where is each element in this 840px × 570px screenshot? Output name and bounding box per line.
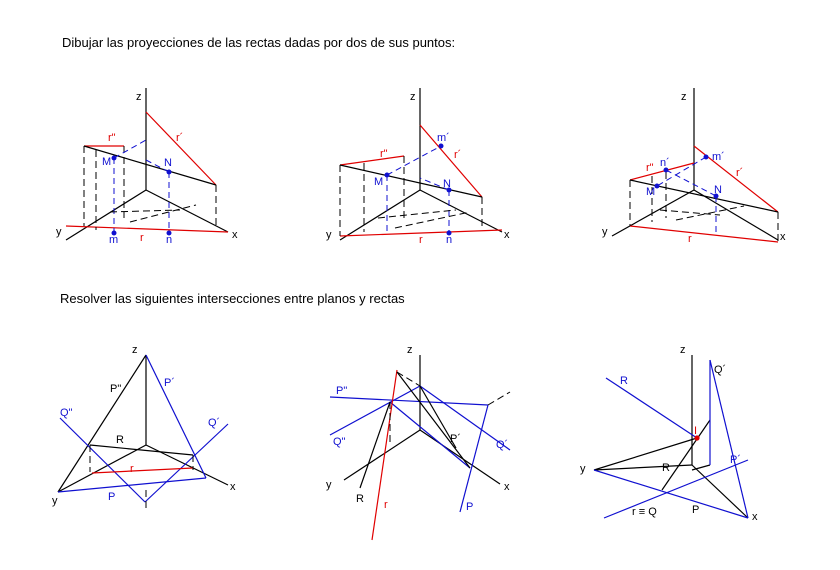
label-r: r: [140, 232, 144, 244]
label-P-prime: P´: [450, 433, 461, 445]
label-axis-x: x: [232, 229, 238, 241]
label-N: N: [443, 178, 451, 190]
label-N: N: [714, 184, 722, 196]
label-r-dprime: r": [646, 162, 654, 174]
label-axis-z: z: [680, 344, 686, 356]
label-M: M: [102, 156, 111, 168]
label-r-dprime: r": [380, 148, 388, 160]
label-r-prime: r´: [736, 167, 743, 179]
label-r: r: [688, 233, 692, 245]
label-P-dprime: P": [336, 385, 347, 397]
label-axis-z: z: [136, 91, 142, 103]
label-axis-y: y: [602, 226, 608, 238]
label-I: I: [694, 425, 697, 437]
axis-x: [419, 429, 501, 485]
label-n: n: [166, 234, 172, 246]
label-axis-z: z: [407, 344, 413, 356]
label-P: P: [466, 501, 473, 513]
axis-y: [65, 189, 147, 241]
label-axis-x: x: [504, 229, 510, 241]
label-R: R: [116, 434, 124, 446]
axis-y: [343, 429, 421, 481]
label-m-prime: m´: [712, 151, 725, 163]
line-R: [89, 444, 194, 456]
label-r: r: [384, 499, 388, 511]
label-P-prime: P´: [730, 454, 741, 466]
label-M: M: [646, 186, 655, 198]
label-Q-prime: Q´: [208, 417, 220, 429]
axis-y: [57, 444, 147, 493]
label-r: r: [130, 463, 134, 475]
label-m: m: [109, 234, 118, 246]
axis-x: [419, 189, 503, 233]
label-r: r: [419, 234, 423, 246]
label-n: n: [446, 234, 452, 246]
axis-x: [145, 189, 229, 233]
label-Q-prime: Q´: [714, 364, 726, 376]
label-m-prime: m´: [437, 132, 450, 144]
label-P-dprime: P": [110, 383, 121, 395]
line-R: [605, 377, 698, 439]
label-r-prime: r´: [454, 149, 461, 161]
label-R: R: [662, 462, 670, 474]
label-axis-x: x: [752, 511, 758, 523]
label-P: P: [108, 491, 115, 503]
diagram-projection-2: z y x r" r´ r m´ M N n: [326, 88, 510, 246]
trace-P-dprime: [57, 354, 147, 493]
label-Q-dprime: Q": [333, 436, 346, 448]
diagram-intersection-2: z y x P" Q" P´ Q´ R r P: [326, 344, 511, 541]
label-Q-prime: Q´: [496, 439, 508, 451]
trace-P-prime: [145, 354, 207, 479]
diagram-intersection-1: z y x P" P´ Q" Q´ R r P: [52, 344, 236, 510]
axis-y: [593, 464, 693, 471]
axis-y: [611, 189, 695, 237]
axis-y: [339, 189, 421, 241]
label-axis-y: y: [580, 463, 586, 475]
label-axis-x: x: [780, 231, 786, 243]
label-axis-y: y: [326, 479, 332, 491]
label-M: M: [374, 176, 383, 188]
label-axis-y: y: [56, 226, 62, 238]
label-axis-y: y: [326, 229, 332, 241]
label-axis-z: z: [681, 91, 687, 103]
label-P-prime: P´: [164, 377, 175, 389]
heading-projections: Dibujar las proyecciones de las rectas d…: [62, 35, 456, 50]
label-Q-dprime: Q": [60, 407, 73, 419]
label-P: P: [692, 504, 699, 516]
label-R-blue: R: [620, 375, 628, 387]
heading-intersections: Resolver las siguientes intersecciones e…: [60, 291, 405, 306]
label-N: N: [164, 157, 172, 169]
label-R: R: [356, 493, 364, 505]
label-axis-z: z: [132, 344, 138, 356]
label-axis-x: x: [230, 481, 236, 493]
diagram-projection-3: z y x r" r´ r n´ m´ M N: [602, 88, 786, 245]
label-axis-x: x: [504, 481, 510, 493]
diagram-intersection-3: z y x R Q´ I R P´ P r ≡ Q: [580, 344, 758, 523]
label-axis-y: y: [52, 495, 58, 507]
label-r-equiv-q: r ≡ Q: [632, 506, 657, 518]
line-r: [371, 369, 398, 541]
trace-P: [57, 477, 207, 493]
label-axis-z: z: [410, 91, 416, 103]
axis-x: [691, 464, 749, 519]
label-n-prime: n´: [660, 157, 670, 169]
label-r-dprime: r": [108, 132, 116, 144]
axis-x: [693, 189, 779, 241]
diagram-projection-1: z y x r" r´ r M N m n: [56, 88, 238, 246]
label-r-prime: r´: [176, 132, 183, 144]
